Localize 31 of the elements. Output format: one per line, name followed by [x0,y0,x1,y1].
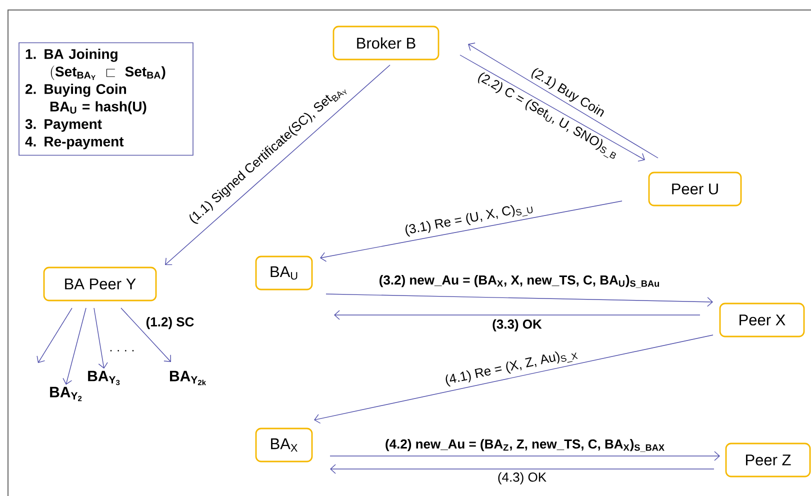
arrow [36,308,72,363]
arrow [62,308,86,385]
edge-label: (4.3) OK [498,472,546,484]
node-label: $\textbf{BA}_{\textbf{Y}_{\textbf{3}}}$ [88,370,120,386]
ellipsis-dots: · · · · [110,350,134,352]
edge-label: (1.2) SC [146,316,194,330]
edge-label: (4.1) Re = (X, Z, Au)$_{S_X}$ [446,351,578,386]
legend-box: 1. BA Joining $(\textbf{Set}_{\textbf{BA}_{\textbf{Y}}}\ \sqsubset\ \textbf{Set}_{\textbf{BA}}\textbf{)}$ 2. Buying Coin BA$_{U}$ = hash(U) 3. Payment 4. Re-payment [18,42,194,156]
process-box: Broker B [332,26,440,60]
arrow [320,200,622,262]
arrow [94,308,108,369]
arrow [314,334,714,424]
edge-label: (4.2) new_Au = (BA$_{Z}$, Z, new_TS, C, BA$_{X}$)$_{S_BAX}$ [386,439,664,452]
process-box: BA$_{X}$ [255,428,313,462]
arrow [334,310,700,320]
arrow [120,308,171,362]
node-label: $\textbf{BA}_{\textbf{Y}_{\textbf{2}}}$ [50,386,82,402]
process-box: BA$_{U}$ [255,256,313,290]
node-label: $\textbf{BA}_{\textbf{Y}_{\textbf{2k}}}$ [170,370,206,386]
arrow [468,42,658,158]
process-box: Peer U [648,172,742,206]
arrow [460,54,645,162]
edge-label: (3.2) new_Au = (BA$_{X}$, X, new_TS, C, BA$_{U}$)$_{S_BAu}$ [380,275,660,288]
edge-label: (3.3) OK [492,319,542,332]
arrow [330,451,720,461]
process-box: Peer X [719,302,805,338]
edge-label: (3.1) Re = (U, X, C)$_{S_U}$ [406,205,533,237]
arrow [326,294,713,307]
process-box: Peer Z [725,442,811,478]
arrow [330,464,714,474]
process-box: BA Peer Y [43,266,157,302]
